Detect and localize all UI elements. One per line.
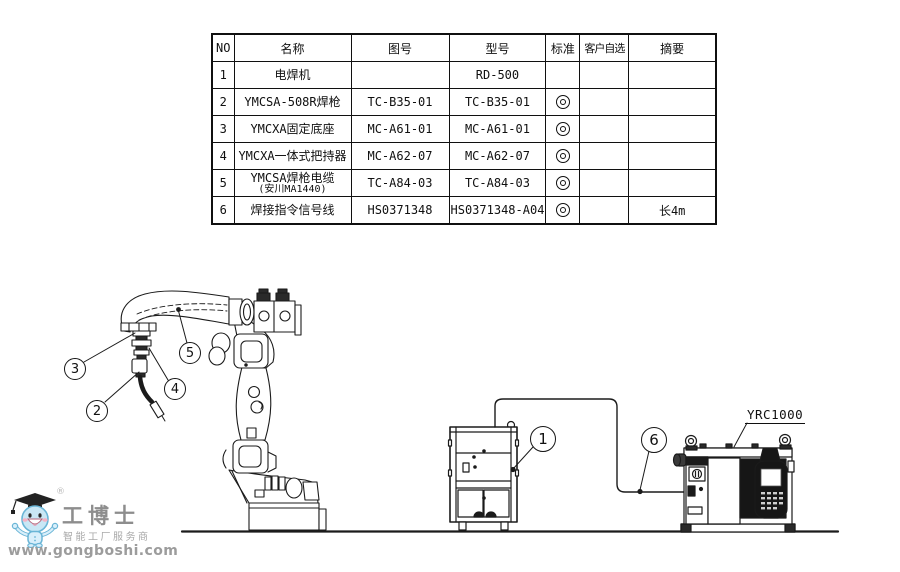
cell-model: MC-A62-07 (448, 142, 547, 170)
col-header: 客户自选 (579, 33, 630, 62)
cell-note: 长4m (628, 196, 717, 225)
cell-drawing-no: MC-A61-01 (350, 115, 450, 143)
standard-mark (555, 176, 570, 191)
gongboshi-logo: ® 工博士 智能工厂服务商 www.gongboshi.com (6, 486, 186, 570)
welder-drawing (447, 420, 520, 531)
cell-model: TC-B35-01 (448, 88, 547, 116)
callout-1-welder: 1 (530, 426, 556, 452)
cell-note (628, 115, 717, 143)
col-header: NO (211, 33, 235, 62)
cell-standard (545, 115, 581, 143)
registered-mark: ® (56, 487, 65, 497)
leader-dot (510, 466, 516, 473)
callout-5-cable: 5 (179, 342, 201, 364)
leader-dot (176, 307, 181, 312)
cell-note (628, 169, 717, 197)
callout-2-torch: 2 (86, 400, 108, 422)
brand-tagline: 智能工厂服务商 (63, 532, 151, 543)
cell-name: 焊接指令信号线 (233, 196, 352, 225)
cell-standard (545, 196, 581, 225)
callout-4-holder: 4 (164, 378, 186, 400)
cell-no: 6 (211, 196, 235, 225)
cell-standard (545, 88, 581, 116)
brand-name: 工博士 (62, 503, 140, 528)
leader-dot (637, 488, 643, 495)
cell-drawing-no: HS0371348 (350, 196, 450, 225)
signal-cable-line (494, 398, 686, 493)
cell-model: HS0371348-A04 (448, 196, 547, 225)
callout-3-base-mount: 3 (64, 358, 86, 380)
brand-url: www.gongboshi.com (8, 543, 179, 559)
cell-customer-option (579, 169, 630, 197)
mascot-graduate-icon (11, 493, 59, 548)
cell-no: 2 (211, 88, 235, 116)
standard-mark (555, 203, 570, 218)
cell-standard (545, 142, 581, 170)
cell-standard (545, 169, 581, 197)
col-header: 型号 (448, 33, 547, 62)
cell-no: 1 (211, 61, 235, 89)
cell-standard (545, 61, 581, 89)
controller-drawing (672, 433, 796, 533)
cell-note (628, 61, 717, 89)
leader-lines (83, 310, 748, 491)
cell-drawing-no: TC-A84-03 (350, 169, 450, 197)
cell-model: RD-500 (448, 61, 547, 89)
cell-name: YMCXA一体式把持器 (233, 142, 352, 170)
standard-mark (555, 149, 570, 164)
cell-customer-option (579, 88, 630, 116)
col-header: 图号 (350, 33, 450, 62)
cell-customer-option (579, 196, 630, 225)
cell-drawing-no: MC-A62-07 (350, 142, 450, 170)
cell-customer-option (579, 115, 630, 143)
cell-customer-option (579, 142, 630, 170)
cell-model: TC-A84-03 (448, 169, 547, 197)
standard-mark (555, 95, 570, 110)
cell-model: MC-A61-01 (448, 115, 547, 143)
cell-name: 电焊机 (233, 61, 352, 89)
cell-name: YMCXA固定底座 (233, 115, 352, 143)
cell-drawing-no: TC-B35-01 (350, 88, 450, 116)
col-header: 摘要 (628, 33, 717, 62)
cell-no: 3 (211, 115, 235, 143)
cell-name: YMCSA-508R焊枪 (233, 88, 352, 116)
controller-label: YRC1000 (745, 407, 806, 424)
cell-note (628, 88, 717, 116)
cell-no: 5 (211, 169, 235, 197)
callout-6-signal-line: 6 (641, 427, 667, 453)
cell-drawing-no (350, 61, 450, 89)
cell-no: 4 (211, 142, 235, 170)
col-header: 标准 (545, 33, 581, 62)
standard-mark (555, 122, 570, 137)
cell-customer-option (579, 61, 630, 89)
cell-name: YMCSA焊枪电缆(安川MA1440) (233, 169, 352, 197)
cell-note (628, 142, 717, 170)
col-header: 名称 (233, 33, 352, 62)
robot-drawing (120, 288, 327, 531)
